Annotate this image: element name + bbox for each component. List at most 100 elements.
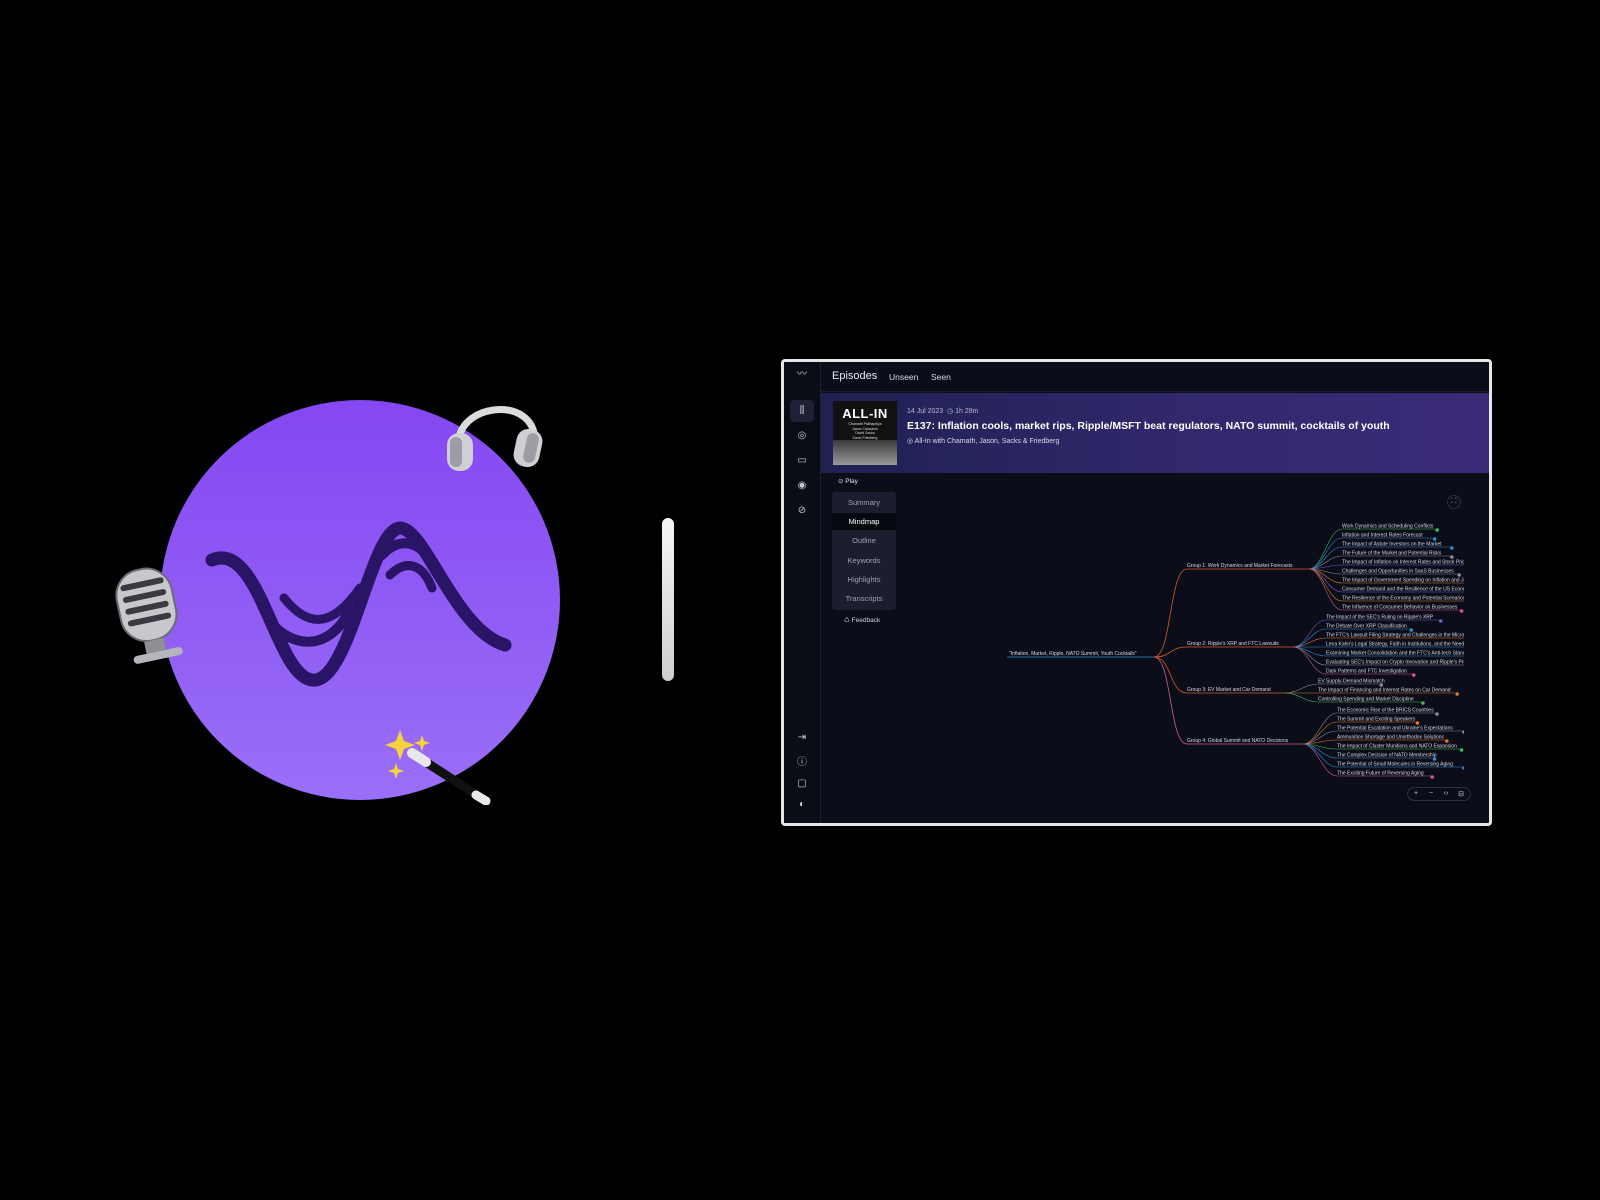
mindmap-leaf: Inflation and Interest Rates Forecast: [1342, 533, 1423, 539]
mindmap-leaf-dot: [1432, 757, 1437, 761]
cover-title: ALL-IN: [842, 406, 888, 421]
mindmap-leaf: Evaluating SEC's Impact on Crypto Innova…: [1326, 660, 1464, 666]
logout-icon[interactable]: ⇥: [797, 732, 807, 743]
mindmap-leaf-dot: [1457, 573, 1461, 577]
tab-summary[interactable]: Summary: [847, 498, 881, 507]
mindmap-leaf: The Impact of the SEC's Ruling on Ripple…: [1326, 615, 1434, 621]
podcast-name-row[interactable]: ◎ All-In with Chamath, Jason, Sacks & Fr…: [907, 437, 1059, 445]
mindmap-leaf: The Impact of Financing and Interest Rat…: [1318, 688, 1451, 694]
layout-button[interactable]: ⊟: [1458, 791, 1464, 798]
mindmap-leaf: The Impact of Astute Investors on the Ma…: [1342, 542, 1442, 548]
play-label: Play: [845, 478, 858, 485]
mindmap-leaf-dot: [1432, 537, 1437, 541]
mindmap-leaf-dot: [1455, 692, 1459, 696]
clock-icon: ◷: [947, 408, 954, 415]
mindmap-leaf-dot: [1450, 546, 1454, 550]
magic-wand-icon: [385, 730, 491, 805]
app-window: 〰 ⫼ ◎ ▭ ◉ ⊘ ⇥ ⓘ ▢ ◐ Episodes Unseen Seen…: [781, 359, 1492, 826]
episode-title: E137: Inflation cools, market rips, Ripp…: [907, 420, 1390, 432]
mindmap-leaf: EV Supply-Demand Mismatch: [1318, 679, 1385, 685]
episode-duration: 1h 28m: [955, 408, 979, 415]
podcast-icon[interactable]: ◎: [797, 430, 807, 441]
mindmap-leaf-dot: [1445, 739, 1449, 743]
mindmap-group-label: Group 3: EV Market and Car Demand: [1187, 687, 1271, 693]
mindmap-leaf: Work Dynamics and Scheduling Conflicts: [1342, 524, 1434, 530]
mindmap-leaf-dot: [1462, 766, 1464, 770]
mindmap-leaf-dot: [1435, 528, 1439, 532]
help-icon[interactable]: ⊘: [797, 505, 807, 516]
fullscreen-icon[interactable]: ⛶: [1447, 495, 1461, 509]
mindmap-leaf-dot: [1430, 775, 1434, 779]
wave-logo-icon: [205, 521, 512, 687]
feedback-label: Feedback: [851, 617, 881, 624]
fit-view-button[interactable]: ‹›: [1443, 790, 1449, 797]
headphones-icon: [447, 406, 543, 471]
info-icon[interactable]: ⓘ: [797, 757, 807, 768]
mindmap-leaf-dot: [1421, 701, 1425, 705]
tab-seen[interactable]: Seen: [931, 372, 951, 382]
mindmap-leaf: The Summit and Exciting Speakers: [1337, 717, 1416, 723]
profile-icon[interactable]: ◉: [797, 480, 807, 491]
cover-hosts: Chamath Palihapitiya Jason Calacanis Dav…: [848, 422, 882, 440]
mindmap-leaf: The Complex Decision of NATO Membership: [1337, 753, 1437, 759]
app-logo-icon[interactable]: 〰: [797, 369, 807, 380]
mindmap-leaf: The Impact of Cluster Munitions and NATO…: [1337, 744, 1457, 750]
mindmap-leaf: The Potential Escalation and Ukraine's E…: [1337, 726, 1453, 732]
mindmap-leaf-dot: [1415, 721, 1420, 725]
mindmap-leaf-dot: [1438, 619, 1443, 623]
tab-transcripts[interactable]: Transcripts: [845, 594, 883, 603]
tab-unseen[interactable]: Unseen: [889, 372, 919, 382]
mindmap-leaf-dot: [1409, 628, 1414, 632]
play-button[interactable]: ⊙ Play: [833, 476, 863, 488]
thumbs-up-icon: ♺: [844, 617, 850, 624]
episode-cover: ALL-IN Chamath Palihapitiya Jason Calaca…: [833, 401, 897, 465]
mindmap-leaf: The Potential of Small Molecules in Reve…: [1337, 762, 1453, 768]
library-icon[interactable]: ⫼: [799, 405, 805, 416]
tab-outline[interactable]: Outline: [852, 536, 876, 545]
chat-icon[interactable]: ▢: [797, 778, 807, 789]
zoom-in-button[interactable]: +: [1413, 790, 1419, 797]
mindmap-leaf-dot: [1459, 748, 1464, 752]
page-title: Episodes: [832, 370, 878, 382]
mindmap-leaf-dot: [1435, 712, 1439, 716]
mindmap-leaf: The Influence of Consumer Behavior on Bu…: [1342, 605, 1458, 611]
mindmap-leaf-dot: [1450, 555, 1454, 559]
tab-highlights[interactable]: Highlights: [847, 575, 881, 584]
theme-toggle-icon[interactable]: ◐: [798, 799, 806, 810]
mindmap-leaf: Challenges and Opportunities in SaaS Bus…: [1342, 569, 1454, 575]
mindmap-leaf-dot: [1411, 673, 1416, 677]
mindmap-leaf: The Debate Over XRP Classification: [1326, 624, 1407, 630]
mindmap-leaf: Ammunition Shortage and Unorthodox Solut…: [1337, 735, 1445, 741]
content-tabs: Summary Mindmap Outline Keywords Highlig…: [832, 492, 896, 610]
zoom-controls: + − ‹› ⊟: [1407, 787, 1471, 801]
mindmap-canvas[interactable]: "Inflation, Market, Ripple, NATO Summit,…: [904, 492, 1464, 792]
mindmap-leaf: The Impact of Inflation on Interest Rate…: [1342, 560, 1464, 566]
episode-meta: 14 Jul 2023 ◷ 1h 28m: [907, 407, 979, 415]
episode-header: ALL-IN Chamath Palihapitiya Jason Calaca…: [821, 393, 1489, 473]
resize-handle[interactable]: [662, 518, 674, 681]
mindmap-leaf: The Future of the Market and Potential R…: [1342, 551, 1442, 557]
mindmap-group-label: Group 4: Global Summit and NATO Decision…: [1187, 738, 1289, 744]
play-icon: ⊙: [838, 478, 844, 485]
mindmap-leaf: The FTC's Lawsuit Filing Strategy and Ch…: [1326, 633, 1464, 639]
mindmap-leaf: The Exciting Future of Reversing Aging: [1337, 771, 1424, 777]
mindmap-leaf: Dark Patterns and FTC Investigation: [1326, 669, 1407, 675]
mindmap-group-label: Group 2: Ripple's XRP and FTC Lawsuits: [1187, 641, 1279, 647]
feedback-button[interactable]: ♺ Feedback: [844, 616, 880, 624]
zoom-out-button[interactable]: −: [1428, 790, 1434, 797]
podcast-name: All-In with Chamath, Jason, Sacks & Frie…: [914, 438, 1060, 445]
card-icon[interactable]: ▭: [797, 455, 807, 466]
mindmap-leaf-dot: [1379, 683, 1384, 687]
mindmap-leaf: Lena Kahn's Legal Strategy, Faith in Ins…: [1326, 642, 1464, 648]
top-bar: Episodes Unseen Seen: [821, 362, 1489, 392]
episode-date: 14 Jul 2023: [907, 408, 944, 415]
podcast-icon-small: ◎: [907, 438, 914, 445]
mindmap-root: "Inflation, Market, Ripple, NATO Summit,…: [1009, 651, 1137, 657]
mindmap-leaf: The Impact of Government Spending on Inf…: [1342, 578, 1464, 584]
tab-mindmap[interactable]: Mindmap: [832, 513, 896, 530]
tab-keywords[interactable]: Keywords: [847, 556, 881, 565]
mindmap-leaf: The Resilience of the Economy and Potent…: [1342, 596, 1464, 602]
mindmap-leaf: Examining Market Consolidation and the F…: [1326, 651, 1464, 657]
mindmap-leaf-dot: [1459, 609, 1464, 613]
